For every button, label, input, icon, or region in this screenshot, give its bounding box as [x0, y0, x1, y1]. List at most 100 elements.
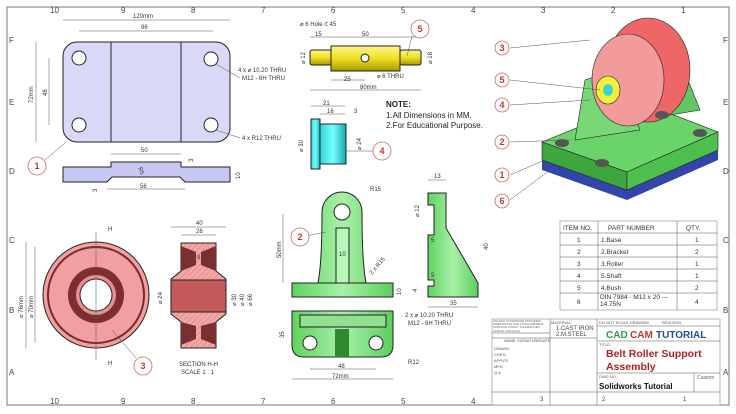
- zone-row: E: [723, 98, 728, 107]
- role: Q.A: [494, 370, 501, 375]
- dim-d2: ⌀ 18: [428, 51, 434, 64]
- zone-row: F: [723, 36, 728, 45]
- part2-bracket-side-view: 13 ⌀ 12 5 5 4 35 40: [413, 174, 490, 308]
- zone-col: 10: [50, 6, 59, 15]
- zone-row: B: [9, 306, 14, 315]
- dim-thk: 10: [236, 172, 242, 179]
- title-label: TITLE:: [599, 342, 611, 347]
- dim-h-span: 48: [43, 89, 49, 96]
- material-label: MATERIAL:: [551, 320, 572, 325]
- zone-col: 1: [681, 6, 686, 15]
- notes: NOTE: 1.All Dimensions in MM. 2.For Educ…: [386, 100, 483, 130]
- dim-s3: 5: [431, 238, 435, 244]
- dim-d6: ⌀ 66: [248, 293, 254, 306]
- dim-bottom: 56: [140, 184, 147, 190]
- bom-cell: 4: [695, 299, 699, 306]
- bom-cell: DIN 7984 - M12 x 20 --- 14.75N: [600, 294, 669, 308]
- svg-text:3: 3: [140, 361, 145, 371]
- part5-shaft: ⌀ 6 Hole ⍧ 45 15 50 ⌀ 12 ⌀ 18 25 ⌀ 6 THR…: [300, 21, 434, 91]
- dim-b: 16: [327, 109, 334, 115]
- revision-label: REVISION: [662, 320, 681, 325]
- dim-d1: ⌀ 76mm: [19, 296, 25, 318]
- dim-c: 3: [354, 109, 358, 115]
- assembly-balloon: 5: [494, 72, 510, 88]
- dim-r2: 2 x R15: [369, 256, 387, 276]
- zone-col: 5: [401, 397, 406, 406]
- role: MFG: [494, 364, 503, 369]
- bom-cell: 3: [577, 261, 581, 268]
- note-title: NOTE:: [386, 100, 411, 109]
- bom-cell: 1: [695, 273, 699, 280]
- dim-r: R15: [370, 187, 382, 193]
- part3-roller-front-view: H H ⌀ 76mm ⌀ 70mm: [19, 227, 150, 367]
- dim-h: 50mm: [277, 241, 283, 258]
- dim-d2: ⌀ 24: [357, 137, 363, 150]
- part3-roller-section: 40 26 8 ⌀ 24 ⌀ 30 ⌀ 40 ⌀ 66 SECTION H-H …: [158, 221, 254, 376]
- dim-slot: 3: [189, 158, 195, 162]
- dim-d2: ⌀ 70mm: [29, 296, 35, 318]
- zone-row: A: [9, 368, 15, 377]
- sig-header: NAME: [504, 338, 516, 343]
- dim-thread: M12 - 6H THRU: [408, 321, 451, 327]
- dim-thru: ⌀ 6 THRU: [377, 74, 404, 80]
- border-frame: [6, 6, 730, 406]
- dim-w: 10: [339, 252, 346, 258]
- zone-col: 9: [121, 397, 126, 406]
- part2-bracket-front-view: R15 50mm 10 2 x R15 10: [277, 187, 403, 298]
- bom-header: QTY.: [686, 225, 701, 232]
- zone-col: 5: [401, 6, 406, 15]
- dim-span: 48: [338, 364, 345, 370]
- bom-cell: 6: [577, 299, 581, 306]
- section-mark: H: [108, 227, 112, 233]
- bom-header: ITEM NO.: [563, 225, 592, 232]
- bom-cell: 4.Bush: [601, 285, 622, 292]
- drawing-title: Assembly: [606, 361, 656, 373]
- part4-bush: 21 16 3 ⌀ 30 ⌀ 24: [299, 101, 363, 170]
- assembly-balloon: 1: [494, 167, 510, 183]
- dim-w1: 40: [196, 221, 203, 227]
- assembly-balloon: 6: [494, 193, 510, 209]
- bom-cell: 1: [695, 237, 699, 244]
- bom-cell: 2: [577, 249, 581, 256]
- material: 2.M.STEEL: [556, 332, 587, 338]
- title-block: UNLESS OTHERWISE SPECIFIED: DIMENSIONS A…: [491, 318, 721, 406]
- svg-text:2: 2: [499, 137, 504, 147]
- sheet-field: 1: [683, 397, 687, 403]
- zone-col: 4: [471, 397, 476, 406]
- svg-text:4: 4: [499, 100, 504, 110]
- dim-hole: ⌀ 6 Hole ⍧ 45: [300, 21, 337, 28]
- dim-top: 50: [141, 148, 148, 154]
- balloon-part2: 2: [290, 227, 310, 247]
- balloon-part1: 1: [27, 156, 47, 176]
- zone-row: D: [723, 167, 729, 176]
- svg-text:3: 3: [499, 43, 504, 53]
- svg-text:6: 6: [499, 196, 504, 206]
- dim-w2: 72mm: [332, 374, 349, 380]
- assembly-balloon: 2: [494, 134, 510, 150]
- zone-col: 3: [541, 6, 546, 15]
- role: CHK'D: [494, 352, 506, 357]
- dim-t: 10: [397, 288, 403, 295]
- scale-label: SCALE 1 : 1: [181, 370, 215, 376]
- dim-width: 120mm: [133, 14, 153, 20]
- assembly-balloons: 3 5 4 2 1 6: [494, 40, 510, 209]
- section-mark: H: [108, 361, 112, 367]
- dim-thread: M12 - 6H THRU: [242, 76, 285, 82]
- dim-t: 3: [93, 188, 99, 192]
- bom-cell: 1: [577, 237, 581, 244]
- dim-len: 80mm: [360, 85, 377, 91]
- dim-s2: ⌀ 12: [415, 204, 421, 217]
- dim-l3: 25: [344, 77, 351, 83]
- dim-r5: R5: [136, 167, 144, 177]
- zone-row: F: [9, 36, 14, 45]
- dim-s5: 4: [413, 288, 419, 292]
- brand-cad: CAD: [606, 330, 628, 341]
- material: 1.CAST IRON: [556, 326, 594, 332]
- tolerance-note: UNLESS OTHERWISE SPECIFIED: DIMENSIONS A…: [493, 320, 544, 333]
- zone-col: 8: [191, 397, 196, 406]
- dim-d1: ⌀ 12: [301, 51, 307, 64]
- dont-scale: DO NOT SCALE DRAWING: [599, 320, 649, 325]
- part2-bracket-bottom-view: 35 2 x ⌀ 10.20 THRU M12 - 6H THRU 48 72m…: [280, 310, 453, 380]
